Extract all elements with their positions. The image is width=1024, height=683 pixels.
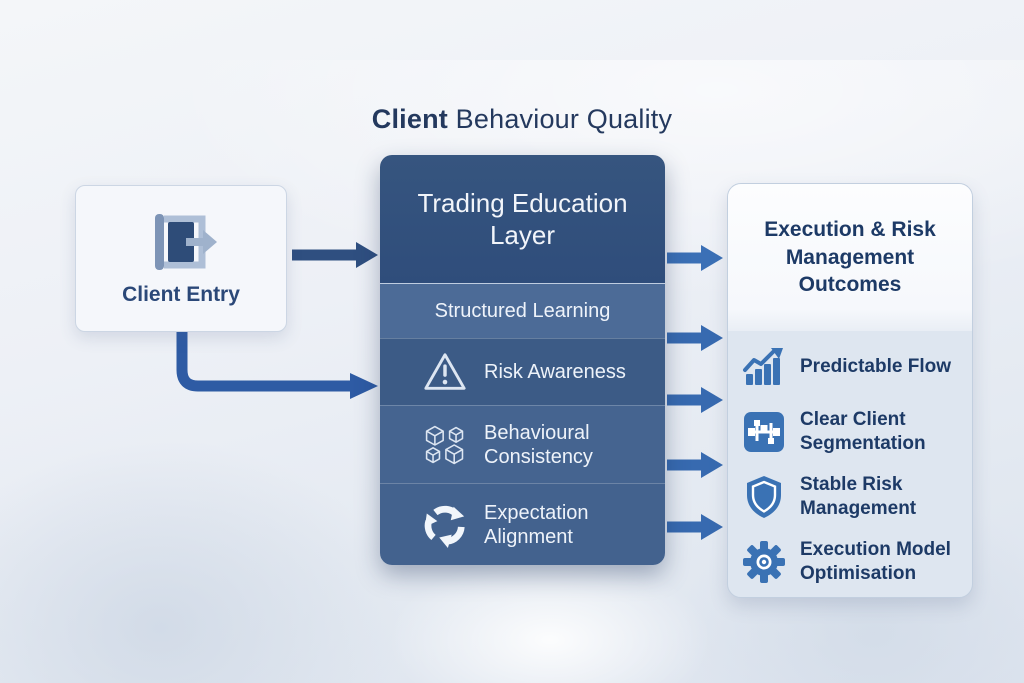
- structured-learning-band: Structured Learning: [380, 283, 665, 338]
- education-row-behavioural-consistency: Behavioural Consistency: [380, 405, 665, 483]
- client-entry-card: Client Entry: [75, 185, 287, 332]
- arrow-education-to-outcomes-3: [667, 387, 723, 413]
- outcome-item-predictable-flow: Predictable Flow: [741, 334, 972, 399]
- diagram-title: Client Behaviour Quality: [262, 104, 782, 135]
- arrow-entry-elbow-head: [350, 373, 378, 399]
- outcome-label: Clear Client Segmentation: [800, 409, 926, 454]
- trading-education-box: Trading Education Layer Structured Learn…: [380, 155, 665, 565]
- segmentation-network-icon: [741, 411, 787, 453]
- outcome-label: Stable Risk Management: [800, 474, 917, 519]
- education-row-label: Expectation Alignment: [484, 502, 589, 548]
- outcome-item-execution-model-optimisation: Execution Model Optimisation: [741, 529, 972, 594]
- cycle-arrows-icon: [422, 502, 468, 548]
- outcome-item-clear-client-segmentation: Clear Client Segmentation: [741, 399, 972, 464]
- arrow-entry-elbow: [176, 331, 352, 392]
- education-row-label: Risk Awareness: [484, 361, 626, 383]
- cubes-icon: [422, 421, 468, 469]
- arrow-education-to-outcomes-2: [667, 325, 723, 351]
- diagram-title-rest: Behaviour Quality: [447, 104, 673, 134]
- outcomes-list: Predictable Flow: [728, 331, 972, 594]
- outcomes-title: Execution & Risk Management Outcomes: [728, 184, 972, 331]
- outcome-item-stable-risk-management: Stable Risk Management: [741, 464, 972, 529]
- bar-chart-trend-icon: [741, 346, 787, 388]
- arrow-entry-to-education: [292, 242, 378, 268]
- shield-icon: [741, 475, 787, 519]
- education-row-risk-awareness: Risk Awareness: [380, 338, 665, 405]
- outcomes-card: Execution & Risk Management Outcomes Pre…: [727, 183, 973, 598]
- gear-icon: [741, 540, 787, 584]
- arrow-education-to-outcomes-1: [667, 245, 723, 271]
- trading-education-title: Trading Education Layer: [380, 155, 665, 283]
- education-row-expectation-alignment: Expectation Alignment: [380, 483, 665, 565]
- arrow-education-to-outcomes-4: [667, 452, 723, 478]
- arrow-education-to-outcomes-5: [667, 514, 723, 540]
- client-entry-label: Client Entry: [122, 282, 240, 306]
- education-row-label: Behavioural Consistency: [484, 421, 593, 468]
- diagram-title-bold: Client: [371, 104, 448, 134]
- outcome-label: Predictable Flow: [800, 355, 951, 377]
- door-exit-icon: [155, 213, 217, 270]
- warning-triangle-icon: [422, 350, 468, 394]
- outcome-label: Execution Model Optimisation: [800, 539, 951, 584]
- background-map-blob: [0, 413, 440, 683]
